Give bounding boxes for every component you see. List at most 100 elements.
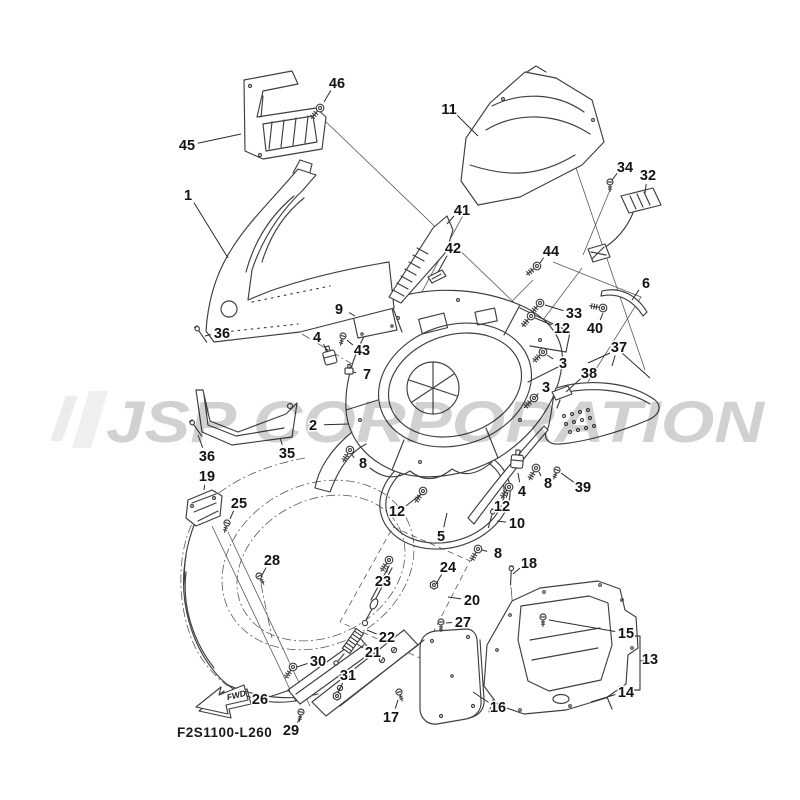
part-number-label: 19 [199, 469, 215, 485]
part-number-label: 4 [518, 484, 526, 500]
part-43-screw [337, 331, 348, 347]
part-29-screw [295, 707, 306, 723]
part-number-label: 44 [543, 244, 559, 260]
leader-line [587, 352, 651, 379]
leader-line [548, 619, 616, 632]
part-number-label: 5 [437, 529, 445, 545]
leader-line [565, 378, 581, 393]
leader-line [456, 114, 479, 137]
part-number-label: 36 [199, 449, 215, 465]
part-40-bolt [588, 301, 608, 313]
leader-line [472, 691, 489, 703]
part-number-label: 9 [335, 302, 343, 318]
part-number-label: 10 [509, 516, 525, 532]
part-number-label: 33 [566, 306, 582, 322]
part-number-label: 8 [494, 546, 502, 562]
cable-spring-assembly [333, 565, 393, 666]
leader-line [512, 567, 521, 575]
leader-line [590, 693, 616, 703]
part-number-label: 31 [340, 668, 356, 684]
leader-line [348, 312, 356, 317]
part-number-label: 6 [642, 276, 650, 292]
leader-line [296, 662, 308, 668]
part-number-label: 46 [329, 76, 345, 92]
part-12-bolt [411, 485, 429, 505]
part-number-label: 38 [581, 366, 597, 382]
part-27-screw [437, 618, 445, 633]
leader-line [560, 472, 575, 483]
leader-line [405, 494, 421, 507]
part-11-hood [460, 65, 605, 206]
leader-line [346, 339, 354, 346]
part-number-label: 35 [279, 446, 295, 462]
part-number-label: 2 [309, 418, 317, 434]
part-number-label: 12 [494, 499, 510, 515]
drawing-code: F2S1100-L260 [177, 725, 272, 740]
watermark-logo [50, 396, 78, 441]
part-44-bolt [523, 260, 543, 279]
part-39-screw [550, 465, 562, 481]
part-4-latch [320, 344, 338, 366]
part-number-label: 45 [179, 138, 195, 154]
part-number-label: 15 [618, 626, 634, 642]
part-31-nut [332, 691, 342, 701]
part-number-label: 27 [455, 615, 471, 631]
part-number-label: 12 [554, 321, 570, 337]
part-32-sensor-lead [587, 187, 662, 263]
part-number-label: 42 [445, 241, 461, 257]
part-number-label: 23 [375, 574, 391, 590]
leader-line [534, 317, 552, 326]
leader-line [203, 484, 206, 491]
leader-line [443, 512, 448, 528]
part-number-label: 18 [521, 556, 537, 572]
watermark-logo [72, 391, 108, 448]
part-number-label: 37 [611, 340, 627, 356]
part-8-bolt [467, 543, 484, 564]
leader-line [447, 596, 462, 600]
part-number-label: 36 [214, 326, 230, 342]
part-number-label: 13 [642, 652, 658, 668]
leader-line [193, 202, 229, 259]
part-35-lower-trim [195, 389, 298, 446]
leader-line [644, 183, 647, 194]
leader-line [446, 215, 455, 225]
part-38-clip [551, 385, 573, 409]
leader-line [539, 257, 544, 264]
leader-line [496, 520, 507, 523]
part-number-label: 17 [383, 710, 399, 726]
part-number-label: 12 [389, 504, 405, 520]
part-number-label: 28 [264, 553, 280, 569]
part-number-label: 3 [559, 356, 567, 372]
part-13-bracket [631, 635, 647, 691]
leader-line [351, 454, 355, 459]
fwd-arrow: FWD [195, 684, 252, 719]
part-number-label: 16 [490, 700, 506, 716]
part-number-label: 20 [464, 593, 480, 609]
leader-line [323, 90, 332, 103]
leader-line [394, 699, 399, 709]
leader-line [197, 434, 204, 448]
part-number-label: 7 [363, 367, 371, 383]
part-number-label: 25 [231, 496, 247, 512]
leader-line [538, 471, 542, 477]
part-number-label: 39 [575, 480, 591, 496]
part-number-label: 26 [252, 692, 268, 708]
leader-line [546, 354, 554, 360]
part-2-console-assembly [314, 289, 571, 493]
part-number-label: 30 [310, 654, 326, 670]
part-number-label: 1 [184, 188, 192, 204]
leader-line [270, 689, 291, 697]
leader-line [481, 549, 488, 552]
part-34-screw [606, 178, 614, 193]
part-6-strip [600, 289, 648, 317]
leader-line [544, 304, 564, 312]
leader-line [197, 133, 242, 144]
leader-line [323, 423, 350, 426]
part-41-vent-grille [388, 215, 454, 304]
part-number-label: 24 [440, 560, 456, 576]
part-number-label: 43 [354, 343, 370, 359]
part-number-label: 41 [454, 203, 470, 219]
leader-line [352, 371, 357, 374]
watermark-text: JSP CORPORATION [106, 390, 765, 455]
